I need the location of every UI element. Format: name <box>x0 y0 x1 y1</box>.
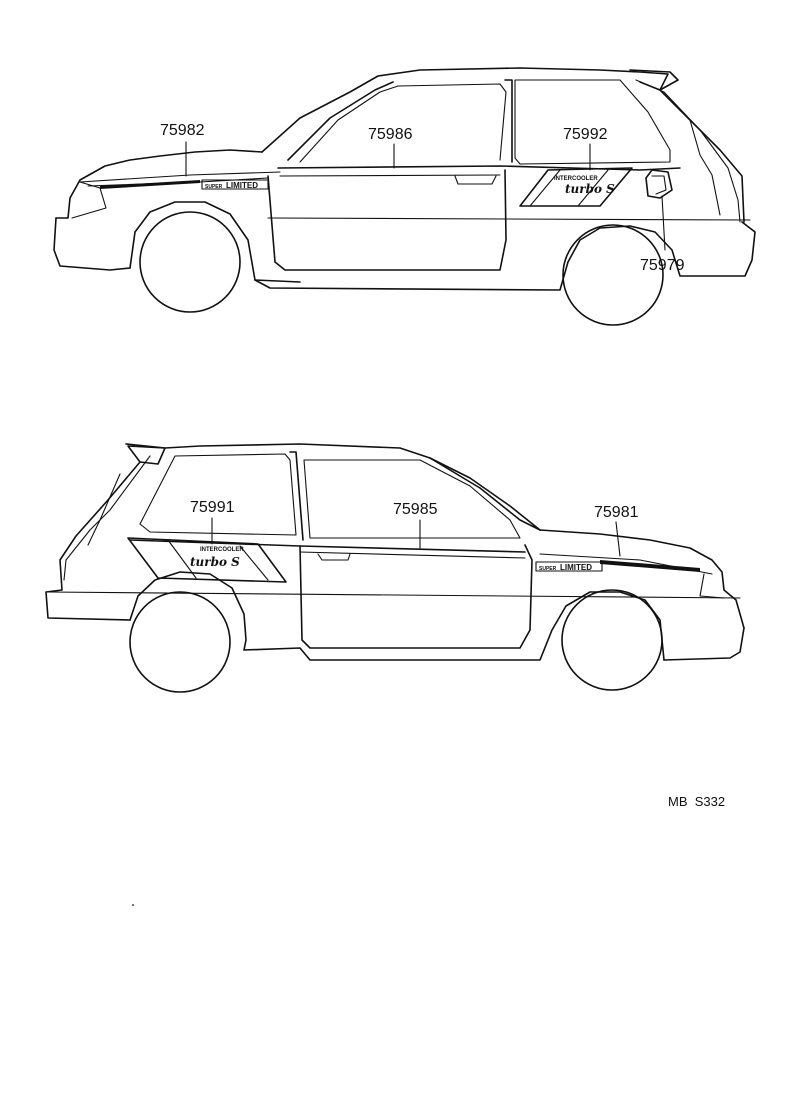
badge-turbo-upper: turbo S <box>565 182 615 196</box>
lower-car: SUPER LIMITED INTERCOOLER turbo S 75991 … <box>45 443 745 693</box>
callout-75979: 75979 <box>640 257 685 274</box>
callout-75986: 75986 <box>368 126 413 143</box>
callout-75982: 75982 <box>160 122 205 139</box>
callout-75992: 75992 <box>563 126 608 143</box>
badge-intercooler-upper: INTERCOOLER <box>554 176 598 182</box>
badge-super-small-lower: SUPER <box>539 566 557 572</box>
reference-code: MB S332 <box>668 794 725 809</box>
callout-75981: 75981 <box>594 504 639 521</box>
stray-dot <box>132 904 134 906</box>
badge-intercooler-lower: INTERCOOLER <box>200 547 244 553</box>
upper-car: SUPER LIMITED INTERCOOLER turbo S 75982 … <box>53 67 756 326</box>
callout-75991: 75991 <box>190 499 235 516</box>
badge-super-small-upper: SUPER <box>205 184 223 190</box>
badge-limited-lower: LIMITED <box>560 563 592 572</box>
callout-75985: 75985 <box>393 501 438 518</box>
badge-limited-upper: LIMITED <box>226 181 258 190</box>
badge-turbo-lower: turbo S <box>190 555 240 569</box>
